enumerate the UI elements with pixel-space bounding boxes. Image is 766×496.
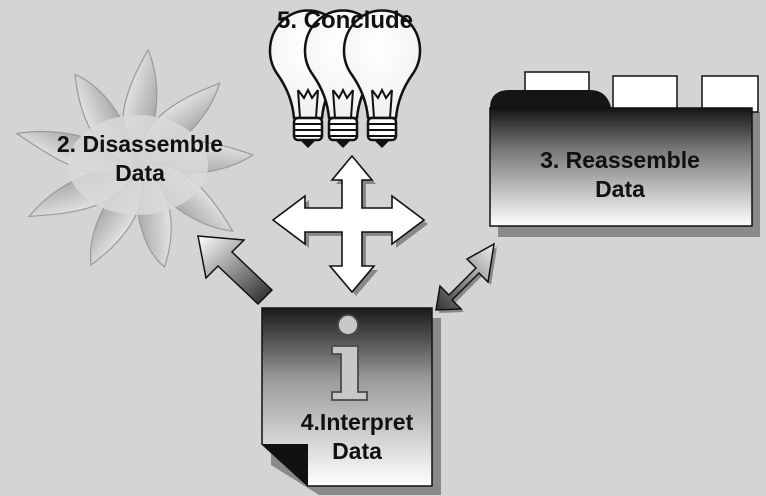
reassemble-line1: 3. Reassemble — [540, 147, 700, 173]
file-folder-icon — [489, 71, 760, 237]
interpret-line2: Data — [332, 437, 382, 464]
four-way-arrow — [271, 154, 428, 296]
info-note-icon — [261, 307, 441, 495]
reassemble-line2: Data — [595, 175, 645, 202]
reassemble-label: 3. Reassemble Data — [520, 146, 720, 204]
disassemble-label: 2. Disassemble Data — [40, 130, 240, 188]
disassemble-line1: 2. Disassemble — [56, 131, 224, 157]
arrow-interpret-reassemble — [435, 242, 497, 313]
flower-burst-icon — [15, 48, 255, 269]
arrow-to-disassemble — [197, 235, 274, 306]
lightbulbs-icon — [268, 9, 422, 148]
info-glyph — [331, 314, 368, 401]
conclude-label: 5. Conclude — [250, 6, 440, 36]
conclude-title: 5. Conclude — [276, 7, 414, 34]
interpret-label: 4.Interpret Data — [282, 408, 432, 466]
disassemble-line2: Data — [115, 159, 165, 186]
interpret-line1: 4.Interpret — [300, 409, 414, 435]
